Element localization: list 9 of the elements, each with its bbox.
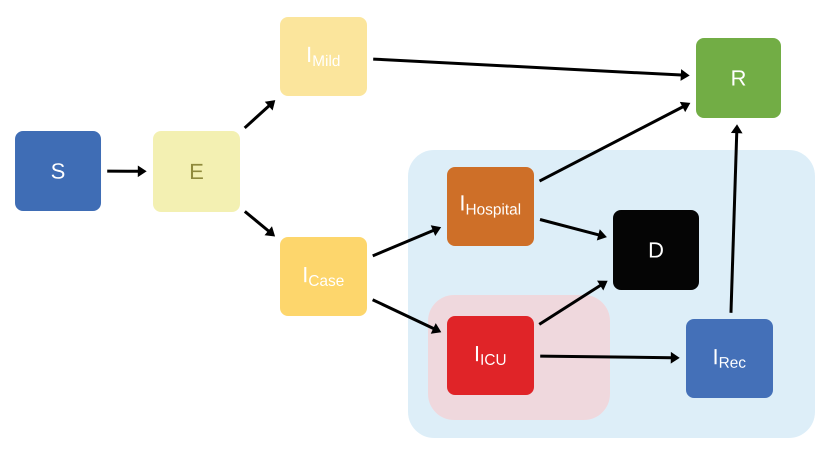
process-box: D	[613, 210, 699, 290]
process-box: I$_{Mild}$	[280, 17, 367, 96]
process-box: I$_{Rec}$	[686, 318, 773, 398]
process-box: S	[15, 131, 101, 211]
process-box: E	[153, 131, 240, 212]
process-box: I$_{Hospital}$	[447, 167, 534, 246]
process-box: I$_{ICU}$	[447, 316, 534, 395]
process-box: I$_{Case}$	[280, 237, 367, 316]
process-box: R	[696, 38, 781, 118]
